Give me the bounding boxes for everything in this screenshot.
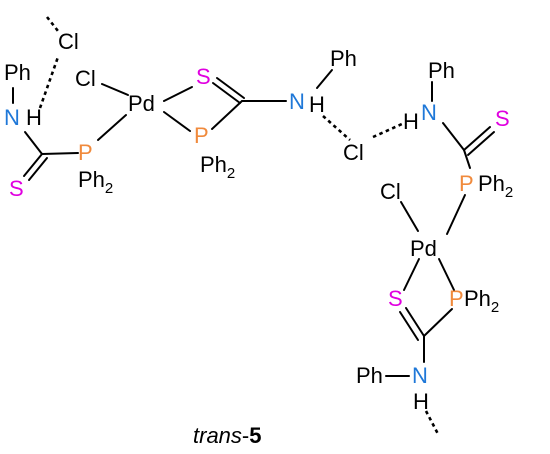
bond-s-c-mid-2 (216, 77, 245, 99)
palladium-label-1: Pd (128, 91, 155, 116)
bond-s-c-bottom-2 (399, 311, 419, 341)
diphenyl-label-pd2: Ph2 (464, 286, 499, 316)
nitrogen-label-mid: N (289, 89, 305, 114)
bond-p-pd2 (446, 194, 466, 235)
hydrogen-label-left: H (26, 105, 42, 130)
chlorine-label-pd2: Cl (380, 179, 401, 204)
diphenyl-text-pd2: Ph (464, 286, 491, 311)
sulfur-label-right: S (495, 106, 510, 131)
hbond-h-cl-left (38, 56, 60, 109)
phosphorus-label-right: P (459, 171, 474, 196)
bond-c-s-left-2 (28, 157, 48, 181)
diphenyl-text-left: Ph (78, 167, 105, 192)
bond-c-s-left-1 (23, 153, 43, 177)
bond-pd2-s (403, 258, 420, 291)
bond-p-c-mid (211, 100, 243, 130)
phosphorus-label-pd2: P (449, 286, 464, 311)
hydrogen-bonds (38, 16, 440, 435)
subscript-pd2: 2 (491, 299, 499, 316)
diphenyl-label-right: Ph2 (478, 171, 513, 201)
bond-n-c-left (24, 131, 43, 155)
bond-c-s-right-1 (463, 126, 491, 151)
sulfur-label-left: S (9, 176, 24, 201)
sulfur-label-pd1: S (196, 64, 211, 89)
bond-c-p-left (41, 152, 79, 155)
caption-italic-part: trans (193, 423, 242, 448)
bond-c-p-right (463, 149, 471, 169)
phenyl-label-left-top: Ph (4, 60, 31, 85)
hydrogen-label-bottom: H (413, 389, 429, 414)
bond-p-c-bottom (423, 308, 453, 337)
bond-n-ph-mid (316, 69, 333, 89)
subscript-pd1: 2 (227, 165, 235, 182)
hbond-cl-h-right (372, 122, 403, 139)
bond-cl-pd1 (101, 83, 129, 96)
hbond-h-cl-bridge-mid (322, 115, 351, 141)
palladium-label-2: Pd (410, 236, 437, 261)
nitrogen-label-bottom: N (412, 363, 428, 388)
compound-caption: trans-5 (193, 423, 262, 448)
caption-compound-number: 5 (249, 423, 261, 448)
hydrogen-label-right: H (403, 109, 419, 134)
nitrogen-label-left: N (4, 105, 20, 130)
bond-s-c-mid-1 (212, 82, 241, 104)
phosphorus-label-pd1: P (194, 123, 209, 148)
bond-p-pd1-left (97, 114, 127, 141)
bond-pd2-p (438, 258, 455, 291)
nitrogen-label-right: N (421, 100, 437, 125)
phosphorus-label-left: P (78, 140, 93, 165)
sulfur-label-pd2: S (388, 286, 403, 311)
caption-hyphen: - (242, 423, 249, 448)
bonds (12, 69, 495, 377)
subscript-right: 2 (505, 184, 513, 201)
phenyl-label-mid: Ph (330, 46, 357, 71)
hydrogen-label-mid: H (309, 92, 325, 117)
bond-s-c-bottom-1 (405, 307, 425, 337)
chlorine-label-top: Cl (58, 29, 79, 54)
bond-pd1-p (163, 111, 191, 132)
atom-labels: Cl Ph N H P Ph2 S Cl Pd S P Ph2 Ph N H C… (4, 29, 513, 414)
bond-pd1-s (163, 86, 193, 102)
hbond-cl-top-lead (45, 16, 60, 32)
diphenyl-text-right: Ph (478, 171, 505, 196)
bond-cl-pd2 (400, 201, 419, 232)
chlorine-label-bridge: Cl (343, 140, 364, 165)
bond-c-s-right-2 (467, 131, 495, 156)
diphenyl-label-left: Ph2 (78, 167, 113, 197)
phenyl-label-right: Ph (428, 58, 455, 83)
subscript-left: 2 (105, 180, 113, 197)
phenyl-label-bottom: Ph (356, 363, 383, 388)
bond-n-c-right (442, 122, 465, 151)
hbond-h-bottom-lead (424, 410, 440, 435)
chlorine-label-pd1: Cl (75, 66, 96, 91)
diphenyl-label-pd1: Ph2 (200, 152, 235, 182)
diphenyl-text-pd1: Ph (200, 152, 227, 177)
